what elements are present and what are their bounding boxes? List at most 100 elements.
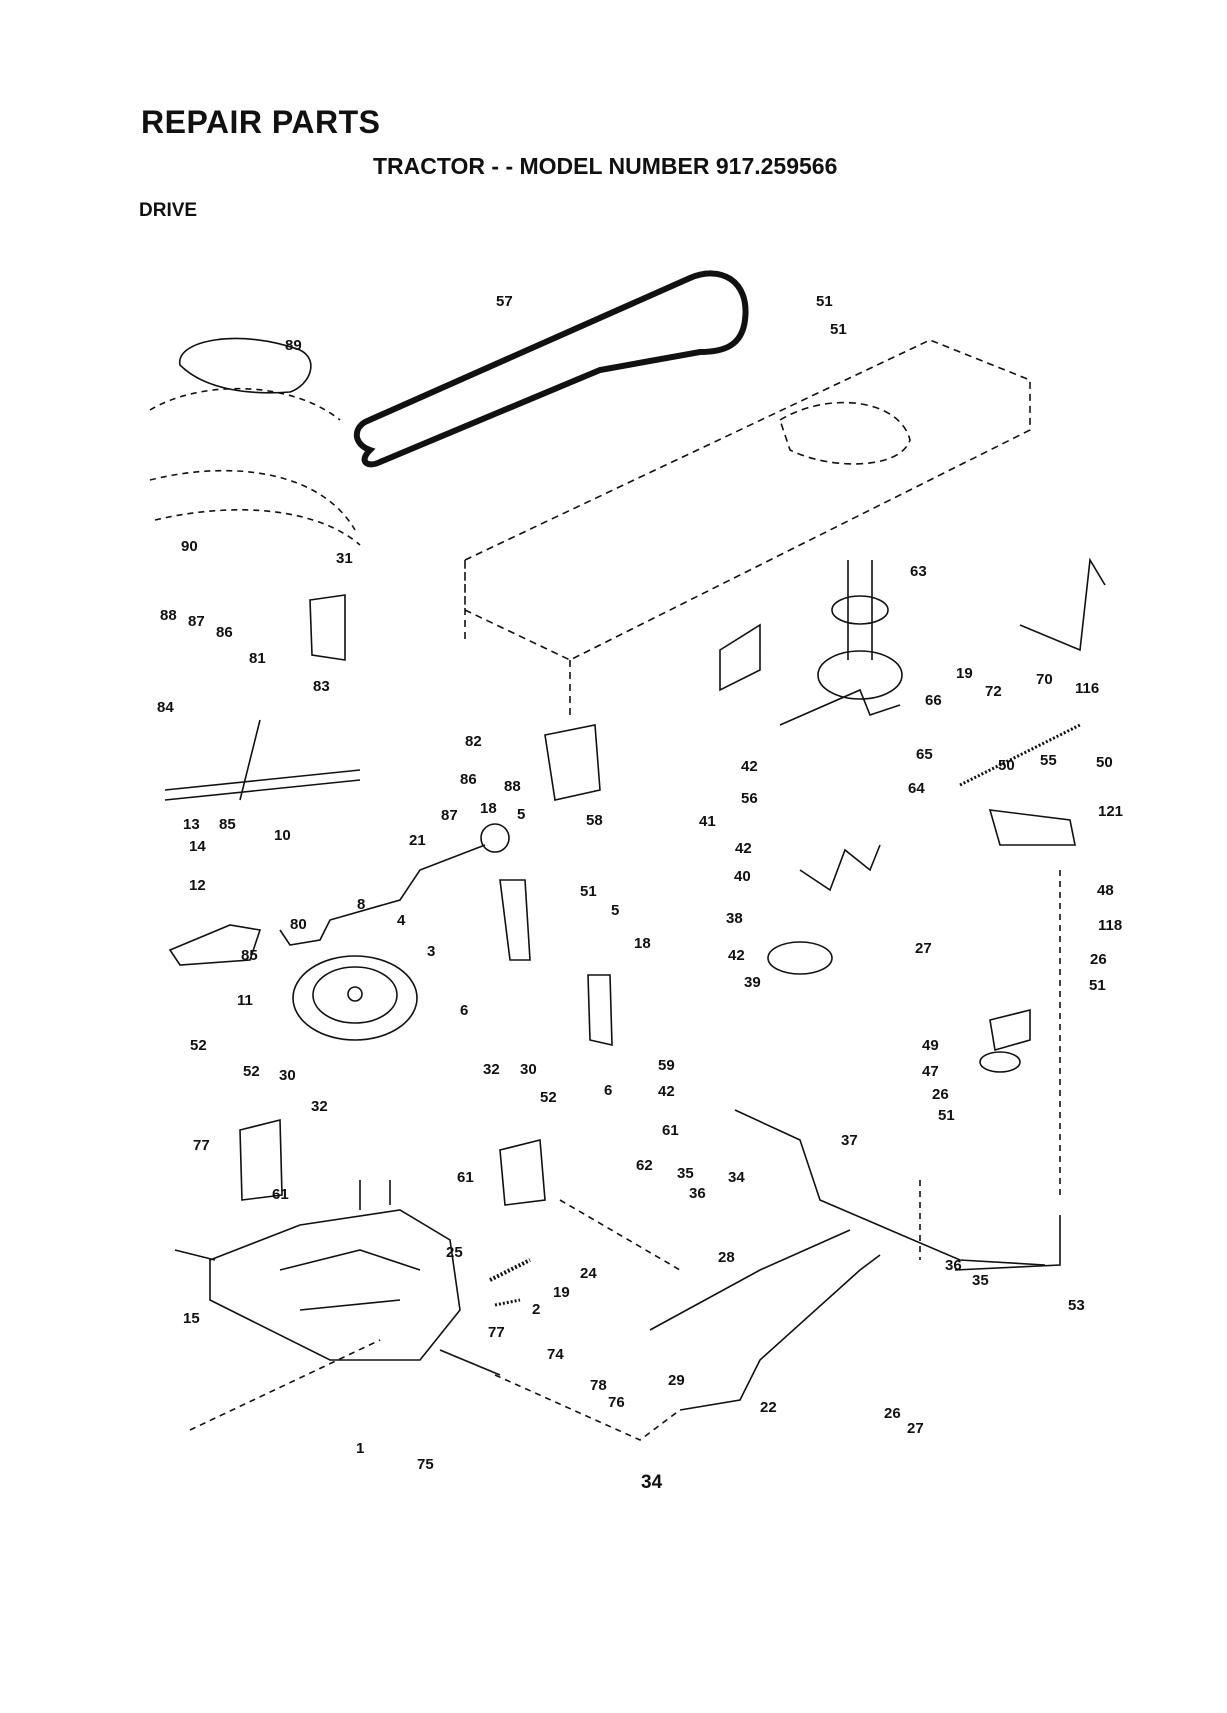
- callout-label: 78: [590, 1377, 607, 1394]
- callout-label: 36: [945, 1257, 962, 1274]
- callout-label: 42: [658, 1083, 675, 1100]
- callout-label: 36: [689, 1185, 706, 1202]
- extension-spring: [959, 723, 1081, 787]
- callout-label: 27: [915, 940, 932, 957]
- callout-label: 51: [816, 293, 833, 310]
- dash-outline: [189, 870, 1061, 1441]
- drive-belt: [353, 270, 749, 468]
- callout-label: 18: [480, 800, 497, 817]
- callout-label: 31: [336, 550, 353, 567]
- callout-label: 75: [417, 1456, 434, 1473]
- plate-30-left: [239, 1118, 283, 1201]
- callout-label: 81: [249, 650, 266, 667]
- callout-label: 6: [460, 1002, 468, 1019]
- callout-label: 47: [922, 1063, 939, 1080]
- callout-label: 39: [744, 974, 761, 991]
- callout-label: 32: [483, 1061, 500, 1078]
- callout-label: 88: [504, 778, 521, 795]
- callout-label: 70: [1036, 671, 1053, 688]
- callout-label: 50: [998, 757, 1015, 774]
- callout-label: 52: [540, 1089, 557, 1106]
- callout-label: 35: [972, 1272, 989, 1289]
- callout-label: 87: [441, 807, 458, 824]
- callout-label: 10: [274, 827, 291, 844]
- callout-label: 27: [907, 1420, 924, 1437]
- bracket-80: [168, 924, 262, 966]
- callout-label: 12: [189, 877, 206, 894]
- callout-label: 22: [760, 1399, 777, 1416]
- callout-label: 50: [1096, 754, 1113, 771]
- callout-label: 85: [219, 816, 236, 833]
- rod-59: [719, 623, 761, 692]
- bracket-6: [587, 974, 613, 1047]
- callout-label: 13: [183, 816, 200, 833]
- callout-label: 59: [658, 1057, 675, 1074]
- callout-label: 55: [1040, 752, 1057, 769]
- bracket-31: [309, 594, 346, 661]
- callout-label: 26: [932, 1086, 949, 1103]
- callout-label: 19: [553, 1284, 570, 1301]
- rod-22: [679, 1254, 881, 1411]
- section-label: DRIVE: [139, 200, 198, 221]
- callout-label: 82: [465, 733, 482, 750]
- rod-70: [1019, 557, 1106, 652]
- seat-pan: [179, 337, 312, 394]
- callout-label: 121: [1098, 803, 1123, 820]
- callout-label: 64: [908, 780, 925, 797]
- callout-label: 5: [611, 902, 619, 919]
- callout-label: 51: [580, 883, 597, 900]
- callout-label: 52: [243, 1063, 260, 1080]
- callout-label: 8: [357, 896, 365, 913]
- idler-pulley-63-top: [831, 595, 889, 625]
- callout-label: 42: [728, 947, 745, 964]
- callout-label: 58: [586, 812, 603, 829]
- spring-25: [489, 1258, 531, 1282]
- callout-label: 26: [884, 1405, 901, 1422]
- callout-label: 86: [460, 771, 477, 788]
- callout-label: 84: [157, 699, 174, 716]
- callout-label: 35: [677, 1165, 694, 1182]
- callout-label: 90: [181, 538, 198, 555]
- callout-label: 2: [532, 1301, 540, 1318]
- callout-label: 56: [741, 790, 758, 807]
- rod-41: [799, 844, 881, 892]
- callout-label: 40: [734, 868, 751, 885]
- callout-label: 63: [910, 563, 927, 580]
- callout-label: 118: [1098, 917, 1122, 934]
- callout-label: 37: [841, 1132, 858, 1149]
- transmission-pulley-inner: [312, 966, 398, 1024]
- callout-label: 3: [427, 943, 435, 960]
- idler-pulley-47: [979, 1051, 1021, 1073]
- callout-label: 30: [520, 1061, 537, 1078]
- callout-label: 87: [188, 613, 205, 630]
- callout-label: 88: [160, 607, 177, 624]
- callout-label: 76: [608, 1394, 625, 1411]
- callout-label: 77: [193, 1137, 210, 1154]
- idler-pulley-63: [817, 650, 903, 700]
- shift-lever: [279, 844, 486, 946]
- page-number: 34: [641, 1472, 663, 1493]
- bracket-58: [544, 724, 601, 801]
- callout-label: 41: [699, 813, 716, 830]
- axle: [174, 1249, 501, 1376]
- callout-label: 61: [272, 1186, 289, 1203]
- callout-label: 77: [488, 1324, 505, 1341]
- callout-label: 85: [241, 947, 258, 964]
- callout-label: 86: [216, 624, 233, 641]
- idler-pulley-38: [767, 941, 833, 975]
- callout-label: 61: [457, 1169, 474, 1186]
- model-subtitle: TRACTOR - - MODEL NUMBER 917.259566: [373, 153, 838, 179]
- shift-knob: [480, 823, 510, 853]
- callout-label: 42: [741, 758, 758, 775]
- callout-label: 18: [634, 935, 651, 952]
- callout-label: 19: [956, 665, 973, 682]
- page-title: REPAIR PARTS: [141, 104, 381, 140]
- callout-label: 49: [922, 1037, 939, 1054]
- callout-label: 116: [1075, 680, 1099, 697]
- callout-label: 51: [830, 321, 847, 338]
- clutch-rod-34: [734, 1109, 1046, 1266]
- callout-label: 51: [1089, 977, 1106, 994]
- bracket-49: [989, 1008, 1031, 1052]
